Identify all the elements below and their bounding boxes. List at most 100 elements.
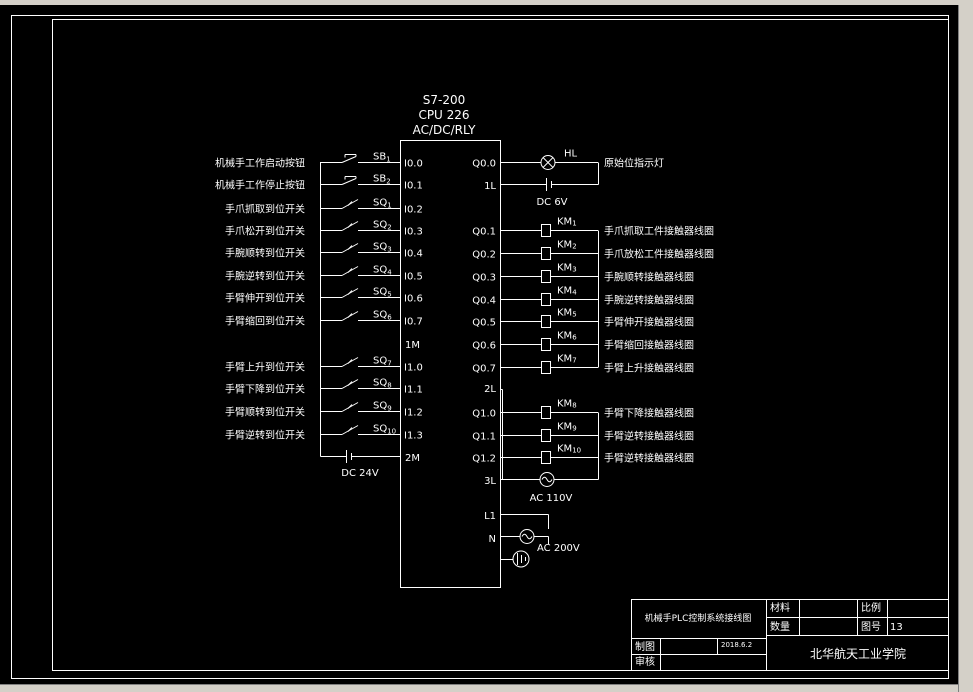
limit-switch-symbol — [320, 402, 400, 412]
output-device-label: KM1 — [557, 217, 577, 228]
limit-switch-symbol — [320, 243, 400, 253]
input-device-subscript: 10 — [387, 428, 396, 436]
input-terminal: I0.3 — [404, 227, 423, 238]
input-description: 手臂上升到位开关 — [225, 361, 305, 374]
contactor-coil-symbol — [500, 429, 598, 442]
push-button-symbol — [320, 154, 400, 163]
output-device-subscript: 6 — [572, 334, 577, 342]
input-description: 手爪松开到位开关 — [225, 225, 305, 238]
output-description: 手臂逆转接触器线圈 — [604, 452, 694, 465]
output-terminal: Q1.0 — [472, 409, 496, 420]
input-terminal: I0.2 — [404, 205, 423, 216]
plc-type: AC/DC/RLY — [413, 123, 477, 137]
checked-by-label: 审核 — [635, 655, 655, 668]
output-description: 手臂逆转接触器线圈 — [604, 430, 694, 443]
input-device-subscript: 2 — [386, 178, 390, 186]
output-device-label: KM7 — [557, 354, 577, 365]
output-row: Q0.1 手爪抓取工件接触器线圈 KM1 — [472, 217, 714, 238]
limit-switch-symbol — [320, 266, 400, 276]
window-top-edge — [0, 0, 973, 5]
output-terminal: Q0.3 — [472, 273, 496, 284]
output-device-label: KM6 — [557, 331, 577, 342]
input-device-subscript: 3 — [387, 246, 391, 254]
output-device-subscript: 2 — [572, 243, 576, 251]
output-terminal: Q0.4 — [472, 296, 496, 307]
input-description: 手臂缩回到位开关 — [225, 315, 305, 328]
input-terminal: I0.1 — [404, 181, 423, 192]
input-description: 机械手工作停止按钮 — [215, 179, 305, 192]
input-description: 手腕逆转到位开关 — [225, 270, 305, 283]
input-device-label: SB1 — [373, 152, 391, 164]
contactor-coil-symbol — [500, 451, 598, 464]
limit-switch-symbol — [320, 288, 400, 298]
drawing-title: 机械手PLC控制系统接线图 — [645, 612, 752, 624]
input-description: 手臂下降到位开关 — [225, 383, 305, 396]
output-device-label: KM3 — [557, 263, 577, 274]
output-terminal: Q0.2 — [472, 250, 496, 261]
output-device-label: KM2 — [557, 240, 577, 251]
quantity-label: 数量 — [770, 620, 790, 633]
input-device-label: SQ2 — [373, 220, 392, 232]
output-terminal: Q1.2 — [472, 454, 496, 465]
indicator-lamp-symbol — [500, 155, 598, 170]
contactor-coil-symbol — [500, 361, 598, 374]
contactor-coil-symbol — [500, 338, 598, 351]
dc6v-label: DC 6V — [536, 197, 567, 208]
output-device-subscript: 10 — [572, 447, 581, 455]
output-device-subscript: 9 — [572, 425, 576, 433]
output-row: Q1.0 手臂下降接触器线圈 KM8 — [472, 399, 694, 420]
input-description: 手臂顺转到位开关 — [225, 406, 305, 419]
contactor-coil-symbol — [500, 293, 598, 306]
ac110v-label: AC 110V — [530, 493, 573, 504]
limit-switch-symbol — [320, 379, 400, 389]
output-description: 手爪抓取工件接触器线圈 — [604, 225, 714, 238]
input-device-subscript: 4 — [387, 269, 392, 277]
output-terminal: Q0.7 — [472, 364, 496, 375]
input-description: 手臂伸开到位开关 — [225, 292, 305, 305]
output-description: 手腕逆转接触器线圈 — [604, 294, 694, 307]
input-device-label: SQ8 — [373, 378, 392, 390]
institution-name: 北华航天工业学院 — [810, 646, 906, 661]
contactor-coil-symbol — [500, 315, 598, 328]
output-device-label: KM5 — [557, 308, 577, 319]
input-device-label: SQ7 — [373, 356, 392, 368]
terminal-2m: 2M — [405, 453, 420, 464]
output-terminal: Q1.1 — [472, 432, 496, 443]
output-device-label: KM8 — [557, 399, 577, 410]
input-terminal: I0.6 — [404, 294, 423, 305]
plc-model: S7-200 — [423, 93, 466, 107]
horizontal-scrollbar[interactable] — [0, 684, 958, 692]
output-device-subscript: 5 — [572, 311, 576, 319]
input-device-label: SQ5 — [373, 287, 392, 299]
limit-switch-symbol — [320, 357, 400, 367]
output-description: 手臂伸开接触器线圈 — [604, 316, 694, 329]
input-terminal: I1.0 — [404, 363, 423, 374]
vertical-scrollbar[interactable] — [958, 5, 973, 692]
input-terminal: I1.1 — [404, 385, 423, 396]
input-description: 手臂逆转到位开关 — [225, 429, 305, 442]
output-description: 手臂下降接触器线圈 — [604, 407, 694, 420]
output-device-subscript: 3 — [572, 266, 576, 274]
input-terminal: I0.4 — [404, 249, 423, 260]
input-device-label: SQ10 — [373, 424, 396, 436]
output-description: 手臂缩回接触器线圈 — [604, 339, 694, 352]
input-device-subscript: 1 — [386, 156, 390, 164]
drawing-date: 2018.6.2 — [721, 641, 752, 649]
output-terminal: Q0.1 — [472, 227, 496, 238]
material-label: 材料 — [770, 601, 790, 614]
contactor-coil-symbol — [500, 270, 598, 283]
